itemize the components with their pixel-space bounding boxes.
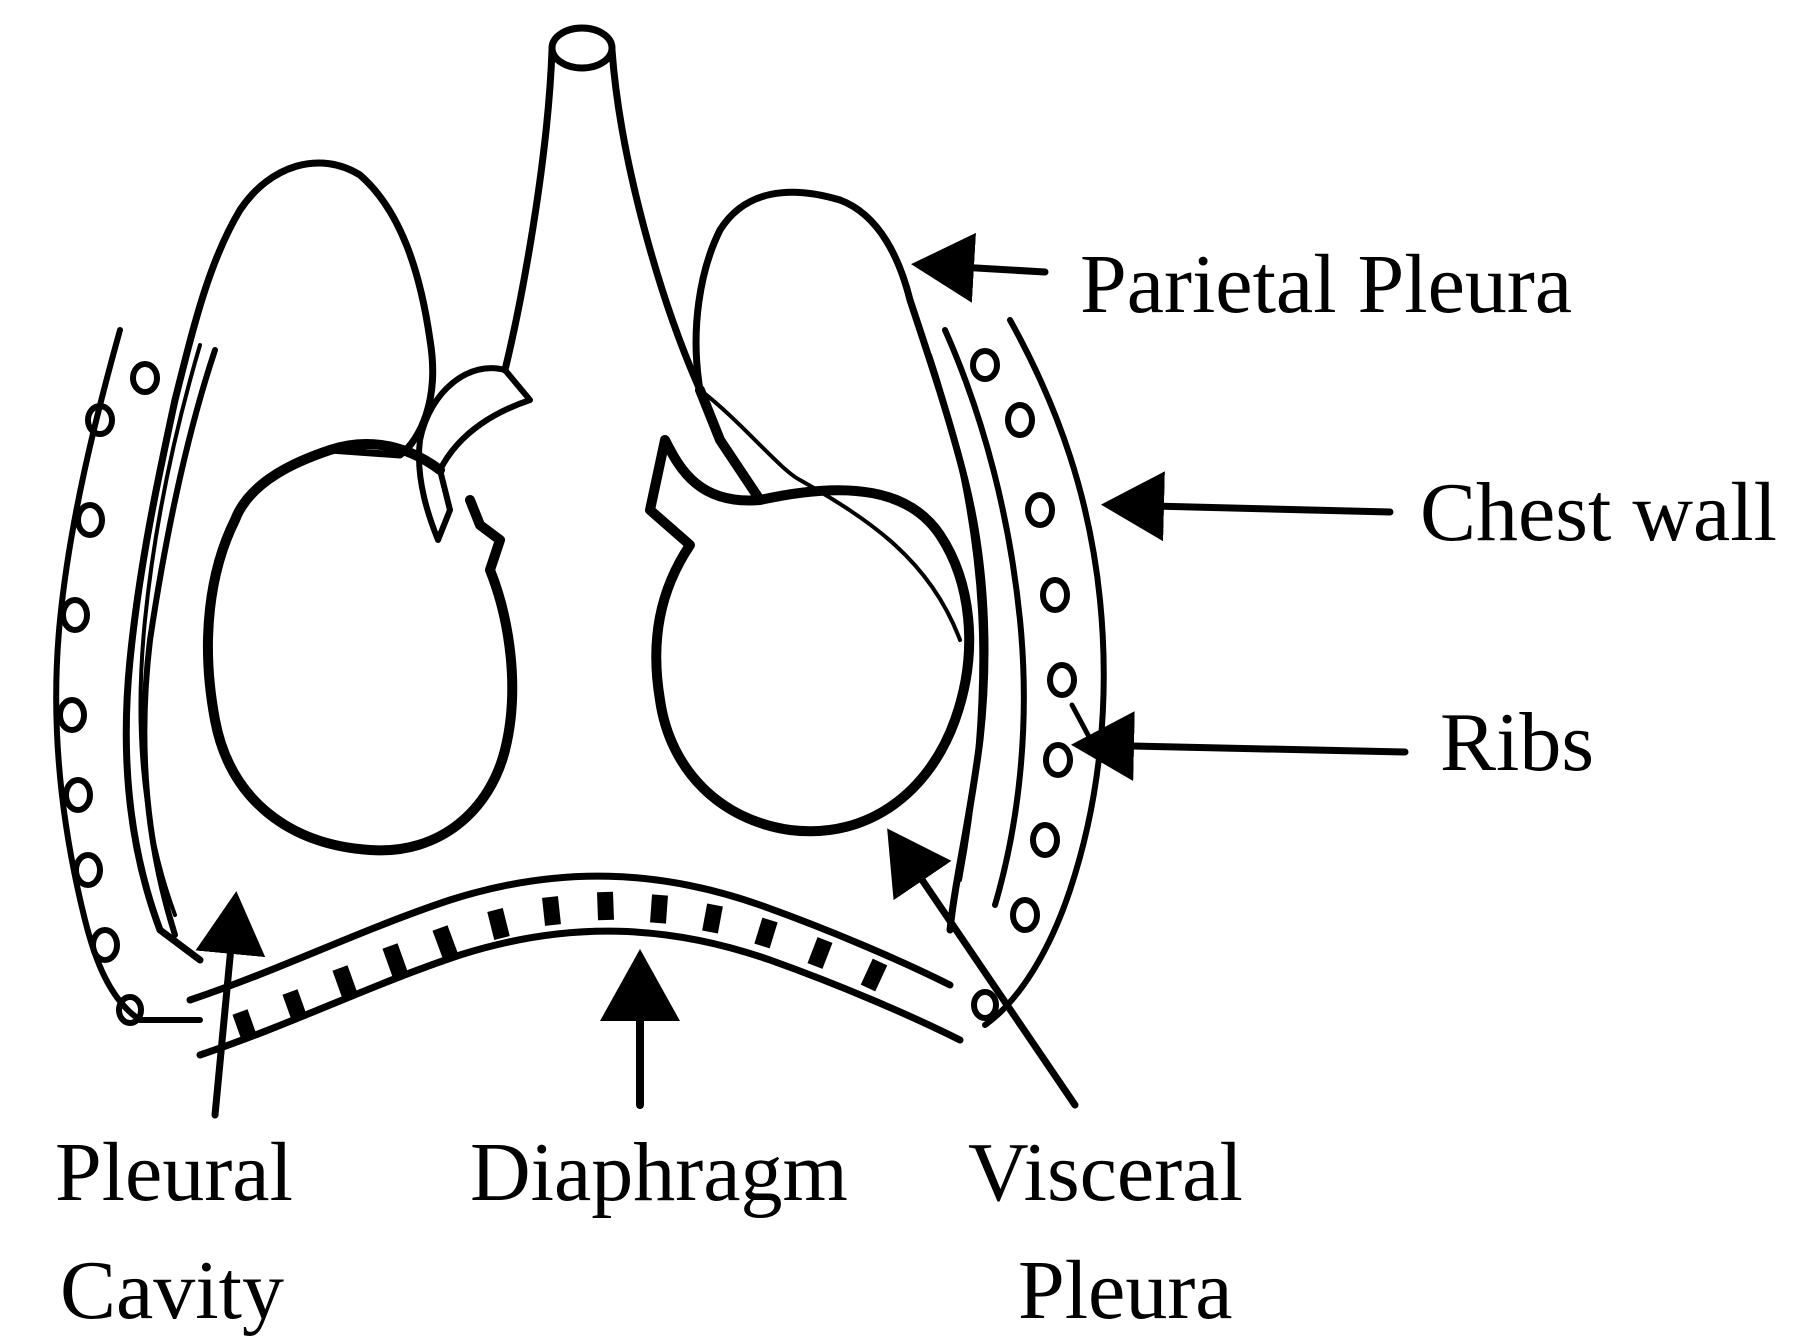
label-visceral-pleura-line2: Pleura bbox=[1018, 1244, 1233, 1337]
diaphragm bbox=[190, 876, 960, 1055]
right-lung bbox=[650, 192, 985, 930]
trachea bbox=[505, 28, 700, 390]
label-chest-wall: Chest wall bbox=[1420, 466, 1777, 559]
arrow-chest-wall bbox=[1115, 505, 1390, 512]
label-parietal-pleura: Parietal Pleura bbox=[1080, 238, 1572, 331]
chest-wall-left bbox=[56, 330, 215, 1020]
arrow-pleural-cavity bbox=[215, 905, 235, 1115]
arrow-parietal-pleura bbox=[925, 265, 1045, 272]
label-visceral-pleura-line1: Visceral bbox=[968, 1126, 1243, 1219]
left-lung bbox=[126, 163, 530, 960]
label-ribs: Ribs bbox=[1440, 696, 1594, 789]
label-diaphragm: Diaphragm bbox=[470, 1126, 848, 1219]
label-pleural-cavity-line1: Pleural bbox=[55, 1126, 293, 1219]
arrow-ribs bbox=[1072, 705, 1405, 752]
label-pleural-cavity-line2: Cavity bbox=[60, 1244, 284, 1337]
